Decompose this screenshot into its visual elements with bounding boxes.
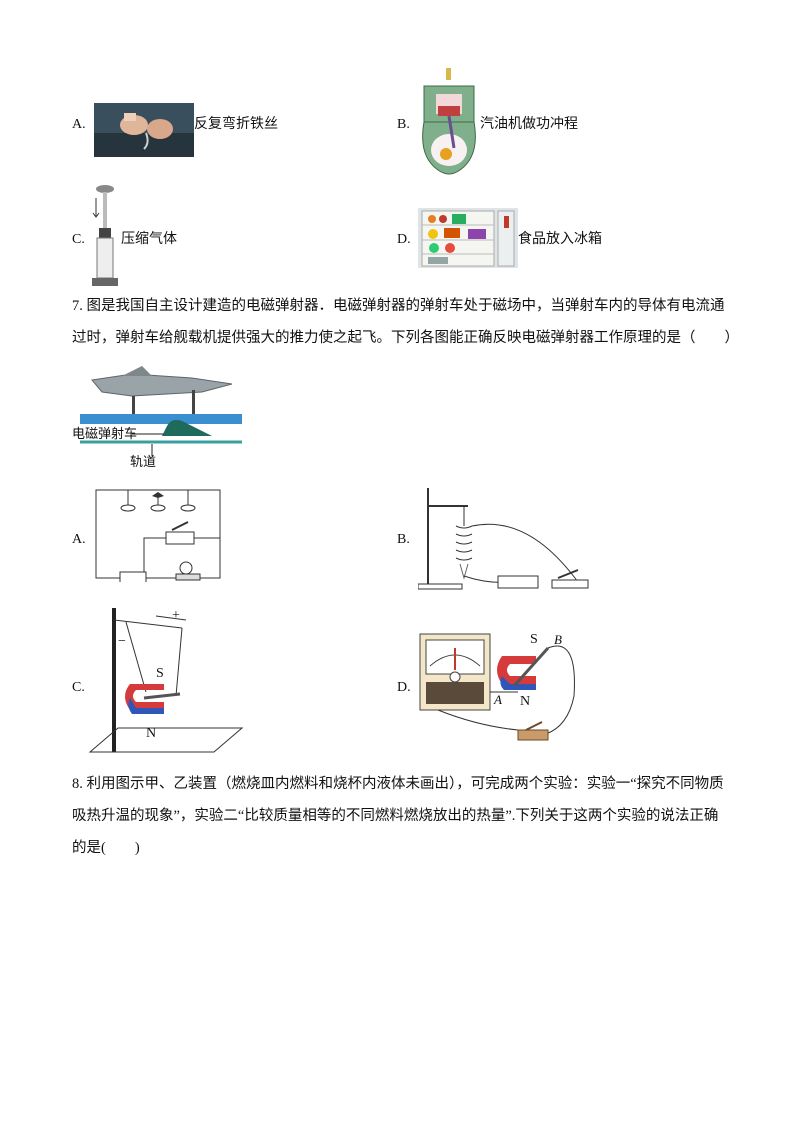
- q7-d-b-label: B: [554, 632, 562, 647]
- question-8: 8. 利用图示甲、乙装置（燃烧皿内燃料和烧杯内液体未画出），可完成两个实验：实验…: [72, 768, 732, 864]
- q7-option-b-letter: B.: [397, 532, 410, 547]
- q6-option-a-image: [94, 103, 194, 162]
- q7-option-c-letter: C.: [72, 680, 85, 695]
- q7-d-south-label: S: [530, 632, 538, 647]
- question-7-number: 7.: [72, 298, 83, 314]
- q6-option-b-image: [418, 66, 480, 183]
- question-7-text: 图是我国自主设计建造的电磁弹射器．电磁弹射器的弹射车处于磁场中，当弹射车内的导体…: [72, 298, 739, 346]
- question-8-text: 利用图示甲、乙装置（燃烧皿内燃料和烧杯内液体未画出），可完成两个实验：实验一“探…: [72, 776, 724, 856]
- q6-option-b-text: 汽油机做功冲程: [480, 117, 578, 132]
- q7-option-b-image: [417, 484, 598, 597]
- q6-option-d-image: [418, 208, 518, 273]
- question-8-number: 8.: [72, 776, 83, 792]
- q7-option-a-letter: A.: [72, 532, 86, 547]
- q6-option-c-image: [90, 184, 120, 293]
- q7-option-d-image: S N A B: [418, 626, 588, 751]
- q7-option-a-image: [94, 486, 224, 587]
- q6-option-c-text: 压缩气体: [121, 232, 177, 247]
- carriage-label: 电磁弹射车: [72, 426, 138, 441]
- q6-option-a-letter: A.: [72, 117, 86, 132]
- catapult-figure: 电磁弹射车 轨道: [72, 366, 242, 474]
- q7-c-plus-label: +: [172, 608, 180, 623]
- track-label: 轨道: [130, 454, 157, 469]
- q7-d-north-label: N: [520, 694, 531, 709]
- q7-option-c-image: + − S N: [86, 606, 246, 761]
- q6-option-c-letter: C.: [72, 232, 85, 247]
- q7-c-minus-label: −: [118, 634, 126, 649]
- q6-option-a-text: 反复弯折铁丝: [194, 117, 278, 132]
- question-7: 7. 图是我国自主设计建造的电磁弹射器．电磁弹射器的弹射车处于磁场中，当弹射车内…: [72, 290, 739, 354]
- q7-c-south-label: S: [156, 666, 164, 681]
- q7-d-a-label: A: [494, 692, 502, 707]
- q6-option-d-letter: D.: [397, 232, 411, 247]
- q7-c-north-label: N: [146, 726, 157, 741]
- q7-option-d-letter: D.: [397, 680, 411, 695]
- q6-option-b-letter: B.: [397, 117, 410, 132]
- q6-option-d-text: 食品放入冰箱: [518, 232, 602, 247]
